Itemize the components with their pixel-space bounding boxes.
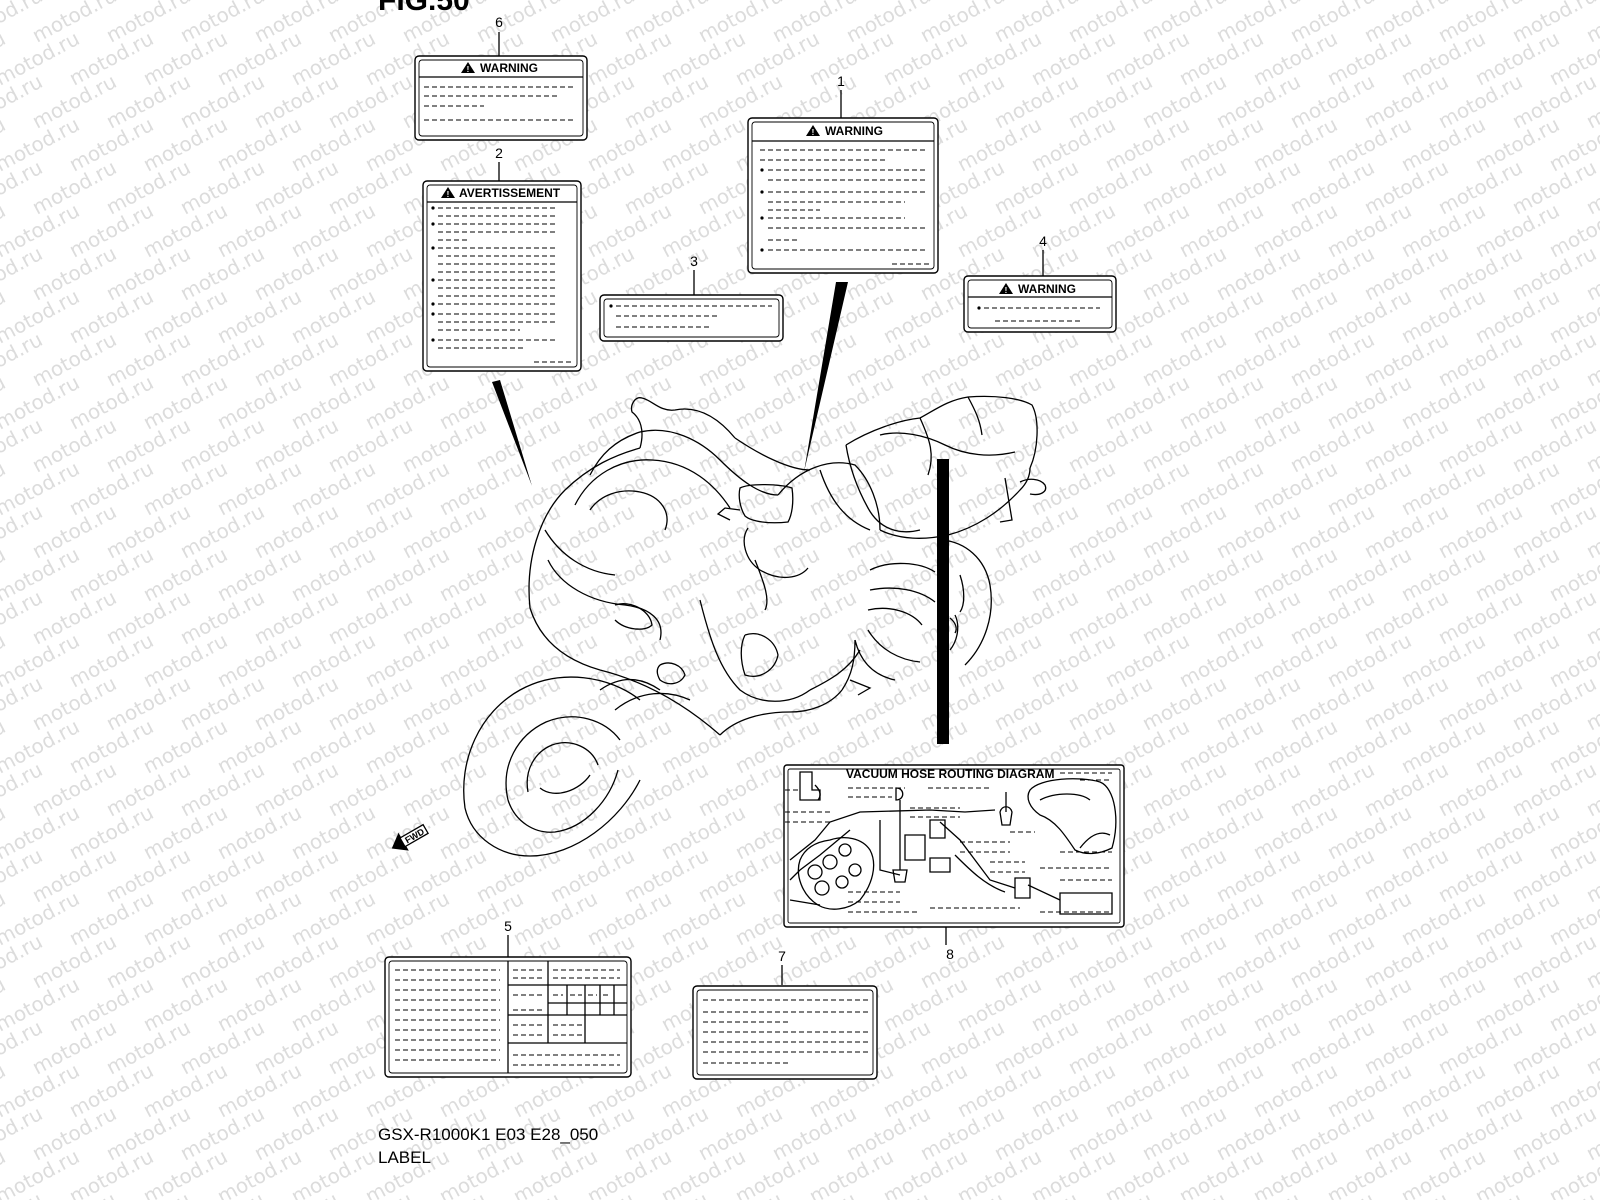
pointer-wedges <box>492 282 949 744</box>
model-code: GSX-R1000K1 E03 E28_050 <box>378 1125 598 1144</box>
warning-triangle-icon: ! <box>441 187 455 199</box>
warning-triangle-icon: ! <box>806 125 820 137</box>
label-2-title: AVERTISSEMENT <box>459 186 561 200</box>
svg-text:!: ! <box>1005 286 1008 295</box>
label-5[interactable]: 5 <box>384 918 632 1078</box>
label-1[interactable]: 1 ! WARNING <box>747 73 939 274</box>
callout-number-8: 8 <box>946 946 954 962</box>
label-4[interactable]: 4 ! WARNING <box>963 233 1117 333</box>
label-7[interactable]: 7 <box>692 948 878 1080</box>
callout-number-5: 5 <box>504 918 512 934</box>
motorcycle-illustration <box>463 395 1047 857</box>
label-4-title: WARNING <box>1018 282 1076 296</box>
callout-number-6: 6 <box>495 14 503 30</box>
callout-number-7: 7 <box>778 948 786 964</box>
callout-number-1: 1 <box>837 73 845 89</box>
label-8[interactable]: VACUUM HOSE ROUTING DIAGRAM 8 <box>783 764 1125 962</box>
callout-number-4: 4 <box>1039 233 1047 249</box>
label-1-title: WARNING <box>825 124 883 138</box>
warning-triangle-icon: ! <box>999 283 1013 295</box>
label-6[interactable]: 6 ! WARNING <box>414 14 588 141</box>
warning-triangle-icon: ! <box>461 62 475 74</box>
section-title: LABEL <box>378 1148 431 1167</box>
label-8-title: VACUUM HOSE ROUTING DIAGRAM <box>846 767 1054 781</box>
label-3[interactable]: 3 <box>599 253 784 342</box>
figure-title: FIG.50 <box>378 0 470 17</box>
svg-text:!: ! <box>447 190 450 199</box>
label-6-title: WARNING <box>480 61 538 75</box>
callout-number-3: 3 <box>690 253 698 269</box>
svg-text:!: ! <box>812 128 815 137</box>
label-2[interactable]: 2 ! AVERTISSEMENT <box>422 145 582 372</box>
callout-number-2: 2 <box>495 145 503 161</box>
svg-text:!: ! <box>467 65 470 74</box>
